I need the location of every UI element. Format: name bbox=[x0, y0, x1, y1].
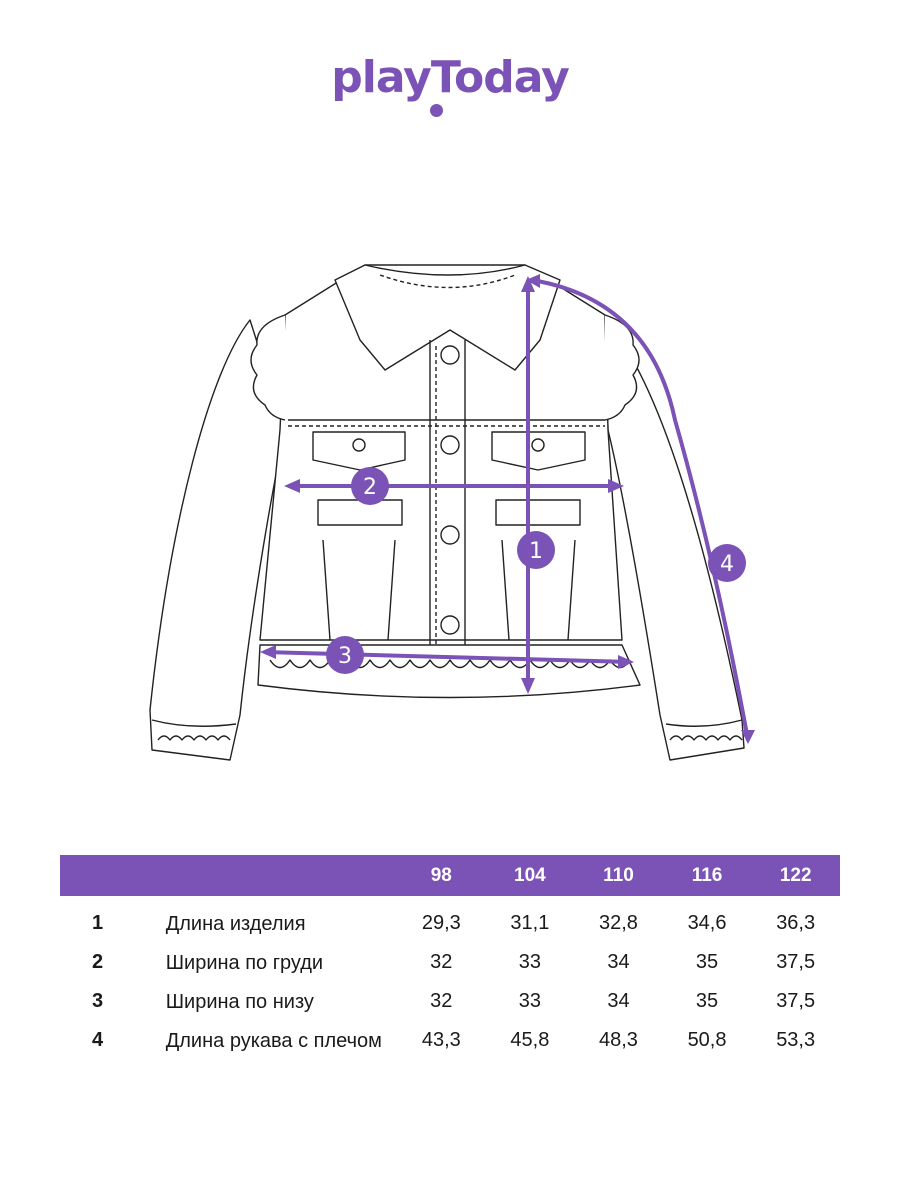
row-value: 35 bbox=[695, 990, 719, 1012]
row-value: 37,5 bbox=[776, 990, 816, 1012]
row-value: 45,8 bbox=[510, 1029, 550, 1051]
measurement-markers: 1 2 3 4 bbox=[326, 467, 746, 674]
row-value: 36,3 bbox=[776, 912, 816, 934]
size-header-row: 98 104 110 116 122 bbox=[60, 855, 840, 896]
brand-logo: playToday bbox=[0, 52, 900, 103]
marker-2 bbox=[351, 467, 389, 505]
row-label: Ширина по груди bbox=[165, 952, 324, 974]
row-value: 34 bbox=[607, 990, 630, 1012]
row-label: Длина рукава с плечом bbox=[165, 1030, 382, 1052]
row-number: 3 bbox=[92, 990, 104, 1012]
jacket-measurement-diagram: 1 2 3 4 bbox=[130, 240, 770, 780]
row-label: Ширина по низу bbox=[165, 991, 314, 1013]
table-row: 1 Длина изделия 29,3 31,1 32,8 34,6 36,3 bbox=[60, 896, 840, 951]
left-sleeve bbox=[149, 319, 286, 761]
row-value: 33 bbox=[518, 951, 541, 973]
row-value: 31,1 bbox=[510, 912, 550, 934]
marker-3 bbox=[326, 636, 364, 674]
row-value: 50,8 bbox=[687, 1029, 727, 1051]
row-value: 32,8 bbox=[598, 912, 638, 934]
marker-4 bbox=[708, 544, 746, 582]
marker-3-label: 3 bbox=[338, 644, 352, 669]
logo-dot-icon bbox=[430, 104, 443, 117]
row-value: 34,6 bbox=[687, 912, 727, 934]
marker-1 bbox=[517, 531, 555, 569]
size-header: 122 bbox=[751, 855, 840, 896]
row-number: 2 bbox=[92, 951, 104, 973]
row-value: 32 bbox=[430, 951, 453, 973]
marker-4-label: 4 bbox=[720, 552, 734, 577]
size-header: 98 bbox=[397, 855, 486, 896]
table-row: 4 Длина рукава с плечом 43,3 45,8 48,3 5… bbox=[60, 1029, 840, 1068]
row-value: 29,3 bbox=[421, 912, 461, 934]
row-value: 43,3 bbox=[421, 1029, 461, 1051]
row-value: 53,3 bbox=[776, 1029, 816, 1051]
collar bbox=[334, 264, 561, 371]
row-value: 48,3 bbox=[598, 1029, 638, 1051]
row-value: 33 bbox=[518, 990, 541, 1012]
row-value: 35 bbox=[695, 951, 719, 973]
row-label: Длина изделия bbox=[165, 913, 306, 935]
table-row: 2 Ширина по груди 32 33 34 35 37,5 bbox=[60, 951, 840, 990]
logo-text: playToday bbox=[331, 52, 570, 103]
row-number: 1 bbox=[92, 912, 104, 934]
row-number: 4 bbox=[92, 1029, 104, 1051]
size-header: 104 bbox=[485, 855, 575, 896]
row-value: 37,5 bbox=[776, 951, 816, 973]
row-value: 34 bbox=[607, 951, 630, 973]
row-value: 32 bbox=[430, 990, 453, 1012]
marker-1-label: 1 bbox=[529, 539, 543, 564]
size-chart-table: 98 104 110 116 122 1 Длина изделия 29,3 … bbox=[60, 855, 840, 1068]
size-header: 110 bbox=[574, 855, 663, 896]
table-row: 3 Ширина по низу 32 33 34 35 37,5 bbox=[60, 990, 840, 1029]
size-header: 116 bbox=[662, 855, 752, 896]
marker-2-label: 2 bbox=[363, 475, 377, 500]
